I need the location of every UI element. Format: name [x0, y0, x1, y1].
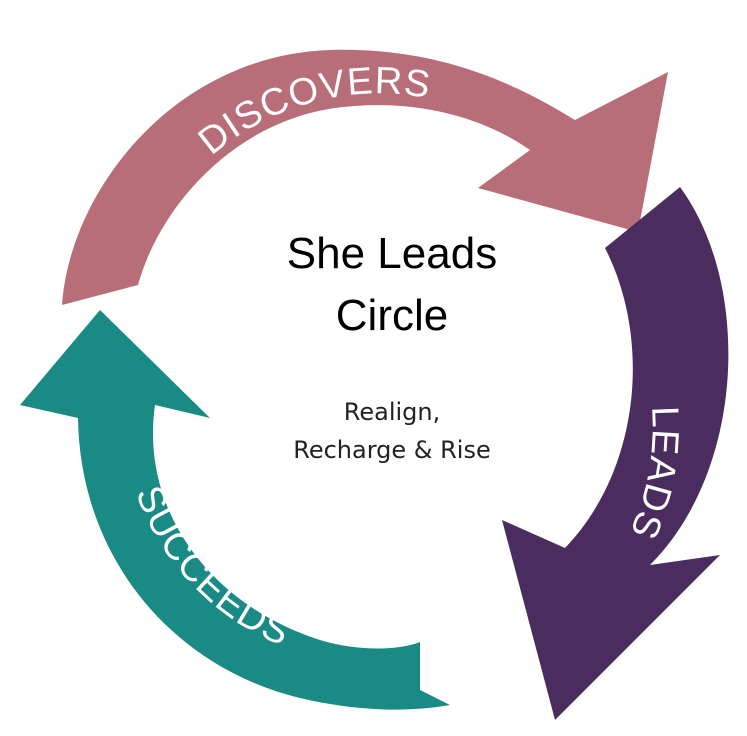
title-line-2: Circle [336, 291, 448, 340]
subtitle-line-2: Recharge & Rise [293, 436, 491, 464]
subtitle-line-1: Realign, [344, 398, 440, 426]
discovers-arrow [62, 49, 668, 305]
title-line-1: She Leads [287, 229, 497, 278]
succeeds-arrow [20, 310, 450, 710]
leads-arrow [502, 187, 729, 720]
